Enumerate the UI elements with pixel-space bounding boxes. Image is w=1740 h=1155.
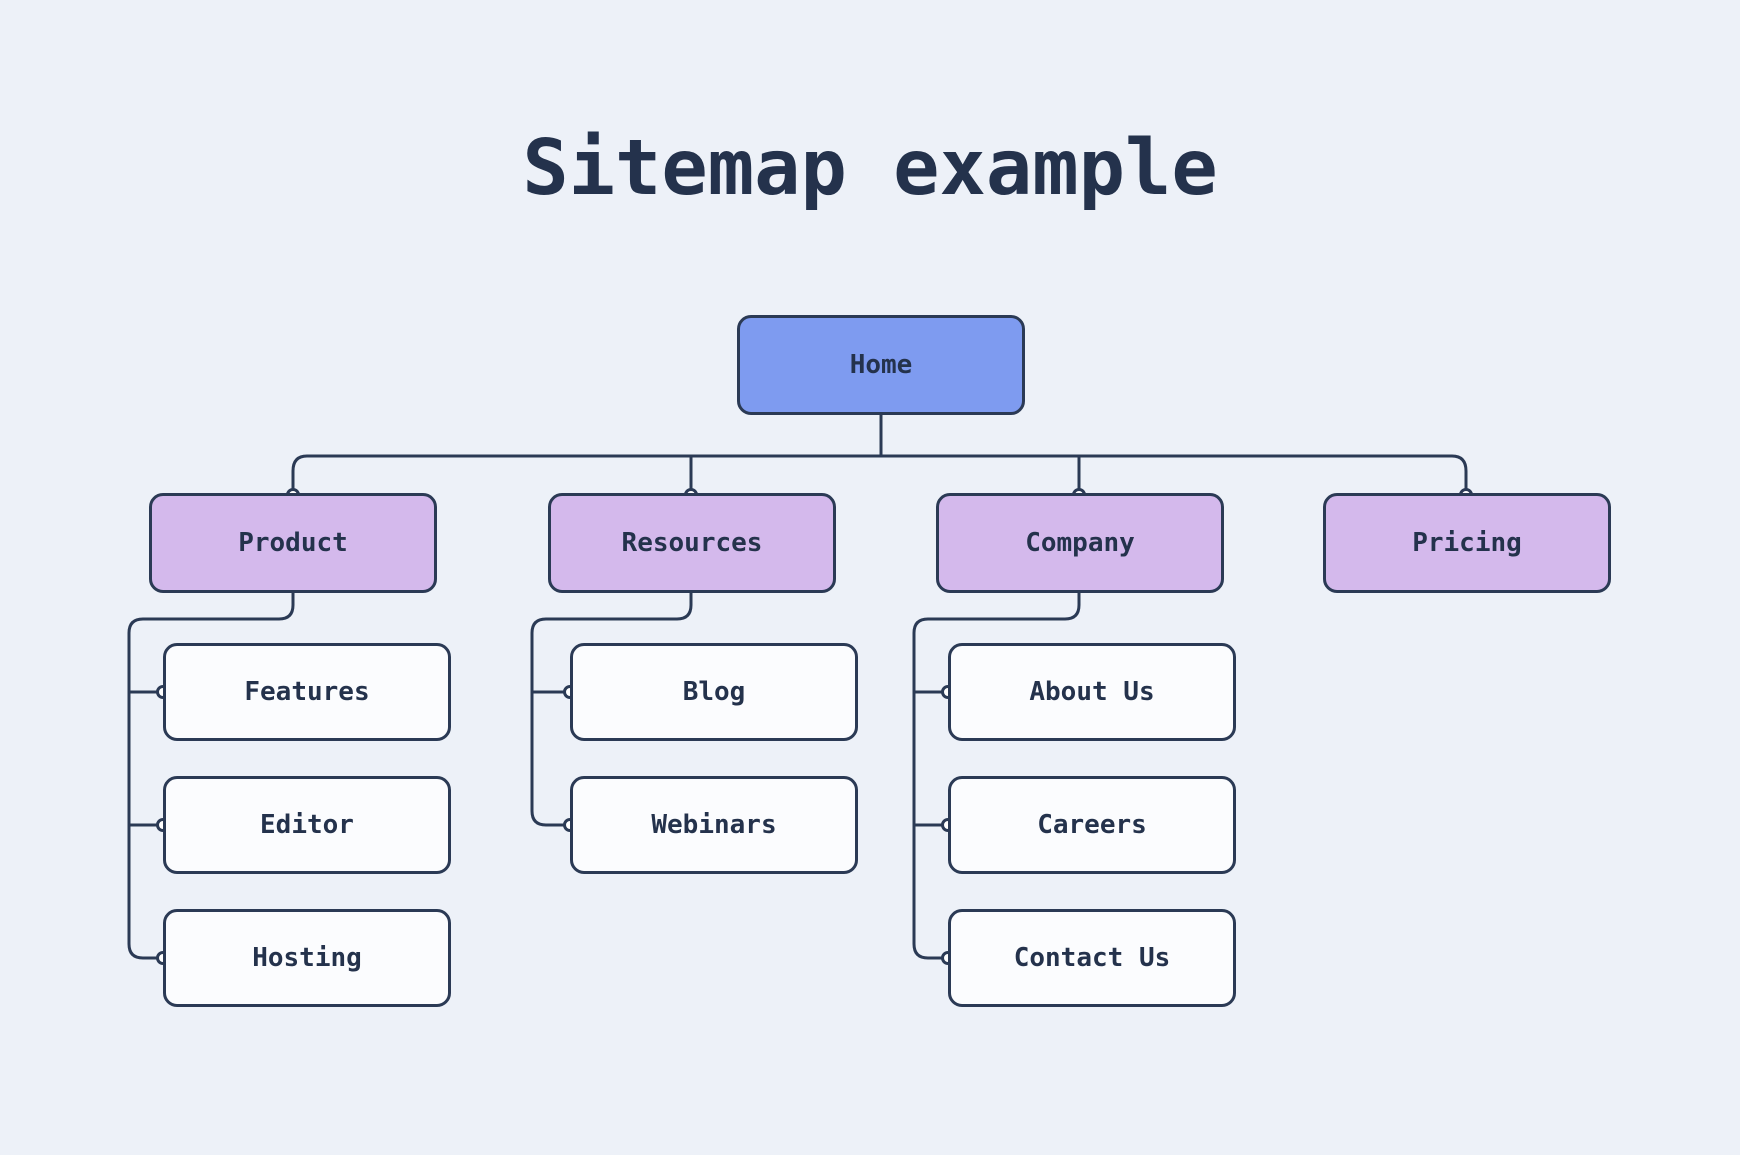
connector-company-spine bbox=[912, 593, 1081, 960]
node-webinars-label: Webinars bbox=[651, 810, 777, 840]
node-resources-label: Resources bbox=[621, 528, 763, 558]
node-home: Home bbox=[737, 315, 1025, 415]
node-pricing-label: Pricing bbox=[1412, 528, 1522, 558]
node-company-label: Company bbox=[1025, 528, 1135, 558]
node-editor-label: Editor bbox=[260, 810, 354, 840]
node-careers: Careers bbox=[948, 776, 1236, 874]
node-pricing: Pricing bbox=[1323, 493, 1611, 593]
node-contact-us-label: Contact Us bbox=[1013, 943, 1171, 973]
connector-product-spine bbox=[127, 593, 295, 960]
node-product-label: Product bbox=[238, 528, 348, 558]
node-careers-label: Careers bbox=[1037, 810, 1147, 840]
node-hosting-label: Hosting bbox=[252, 943, 362, 973]
node-about-us-label: About Us bbox=[1029, 677, 1155, 707]
node-product: Product bbox=[149, 493, 437, 593]
node-home-label: Home bbox=[849, 350, 913, 380]
node-webinars: Webinars bbox=[570, 776, 858, 874]
node-editor: Editor bbox=[163, 776, 451, 874]
connector-bus bbox=[291, 454, 1468, 497]
node-blog: Blog bbox=[570, 643, 858, 741]
node-blog-label: Blog bbox=[682, 677, 746, 707]
node-features-label: Features bbox=[244, 677, 370, 707]
connector-resources-spine bbox=[530, 593, 693, 827]
node-features: Features bbox=[163, 643, 451, 741]
node-about-us: About Us bbox=[948, 643, 1236, 741]
node-hosting: Hosting bbox=[163, 909, 451, 1007]
node-company: Company bbox=[936, 493, 1224, 593]
node-contact-us: Contact Us bbox=[948, 909, 1236, 1007]
node-resources: Resources bbox=[548, 493, 836, 593]
diagram-title: Sitemap example bbox=[522, 124, 1218, 213]
